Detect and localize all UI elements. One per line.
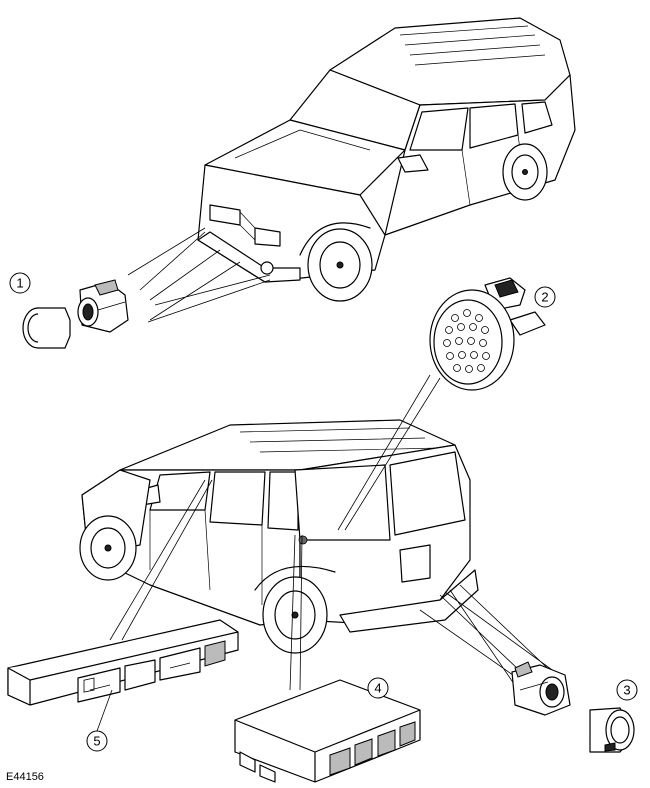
callout-number-1: 1 bbox=[16, 276, 23, 291]
switch-panel bbox=[7, 619, 239, 706]
callout-1: 1 bbox=[9, 272, 31, 294]
control-module bbox=[234, 679, 421, 783]
callout-number-2: 2 bbox=[541, 290, 548, 305]
callout-number-3: 3 bbox=[623, 683, 630, 698]
callout-number-5: 5 bbox=[93, 734, 100, 749]
front-parking-sensor bbox=[22, 279, 129, 349]
callout-2: 2 bbox=[534, 286, 556, 308]
leader-lines bbox=[109, 374, 561, 701]
sounder bbox=[429, 277, 546, 391]
rear-parking-sensor bbox=[511, 661, 635, 753]
callout-number-4: 4 bbox=[374, 681, 381, 696]
front-sensor-detection-lines bbox=[127, 227, 271, 323]
rear-vehicle-illustration bbox=[79, 419, 479, 654]
callout-3: 3 bbox=[616, 679, 638, 701]
front-vehicle-illustration bbox=[197, 17, 576, 302]
sounder-grille-holes bbox=[443, 309, 490, 373]
callout-5: 5 bbox=[86, 689, 113, 752]
figure-reference: E44156 bbox=[6, 771, 44, 783]
callout-4: 4 bbox=[367, 677, 389, 699]
